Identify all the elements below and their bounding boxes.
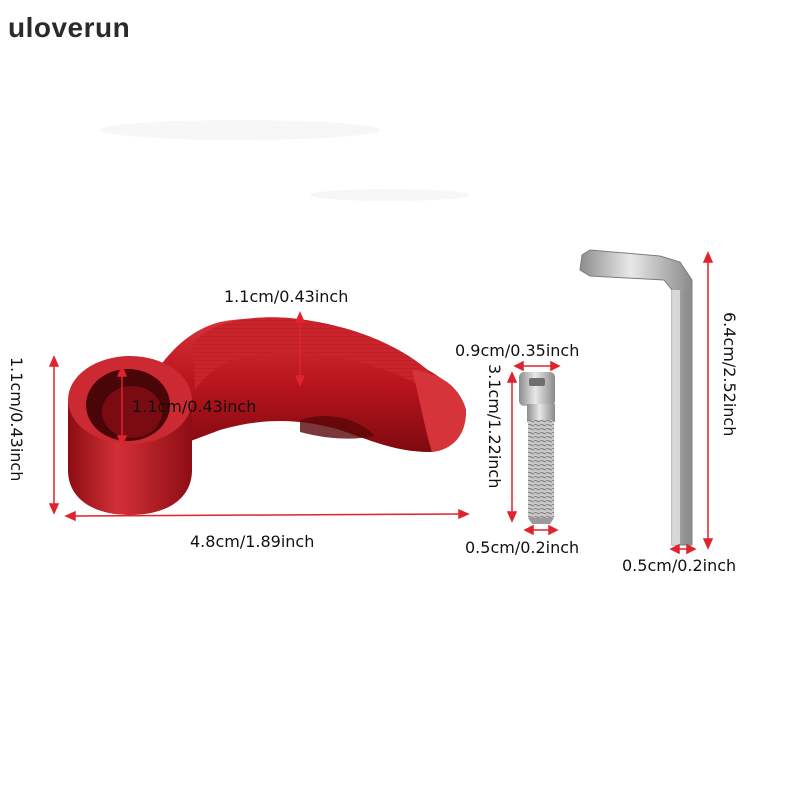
hook-top-width-label: 1.1cm/0.43inch — [224, 287, 349, 306]
red-hook — [68, 317, 466, 515]
wrench-length-label: 6.4cm/2.52inch — [720, 312, 739, 437]
screw-length-label: 3.1cm/1.22inch — [485, 364, 504, 489]
hook-height-label: 1.1cm/0.43inch — [7, 357, 26, 482]
wrench-width-label: 0.5cm/0.2inch — [622, 556, 737, 575]
hex-wrench — [579, 249, 693, 546]
hook-ring-inner-label: 1.1cm/0.43inch — [132, 397, 257, 416]
screw-head — [519, 372, 555, 406]
brand-watermark: uloverun — [8, 12, 131, 43]
hook-length-label: 4.8cm/1.89inch — [190, 532, 315, 551]
screw-head-label: 0.9cm/0.35inch — [455, 341, 580, 360]
screw-thread — [528, 420, 554, 518]
screw-shaft-label: 0.5cm/0.2inch — [465, 538, 580, 557]
hook-thumb-tab — [412, 370, 466, 452]
dimension-arrows — [48, 251, 714, 555]
screw — [519, 372, 555, 524]
background-smudges — [100, 120, 470, 201]
